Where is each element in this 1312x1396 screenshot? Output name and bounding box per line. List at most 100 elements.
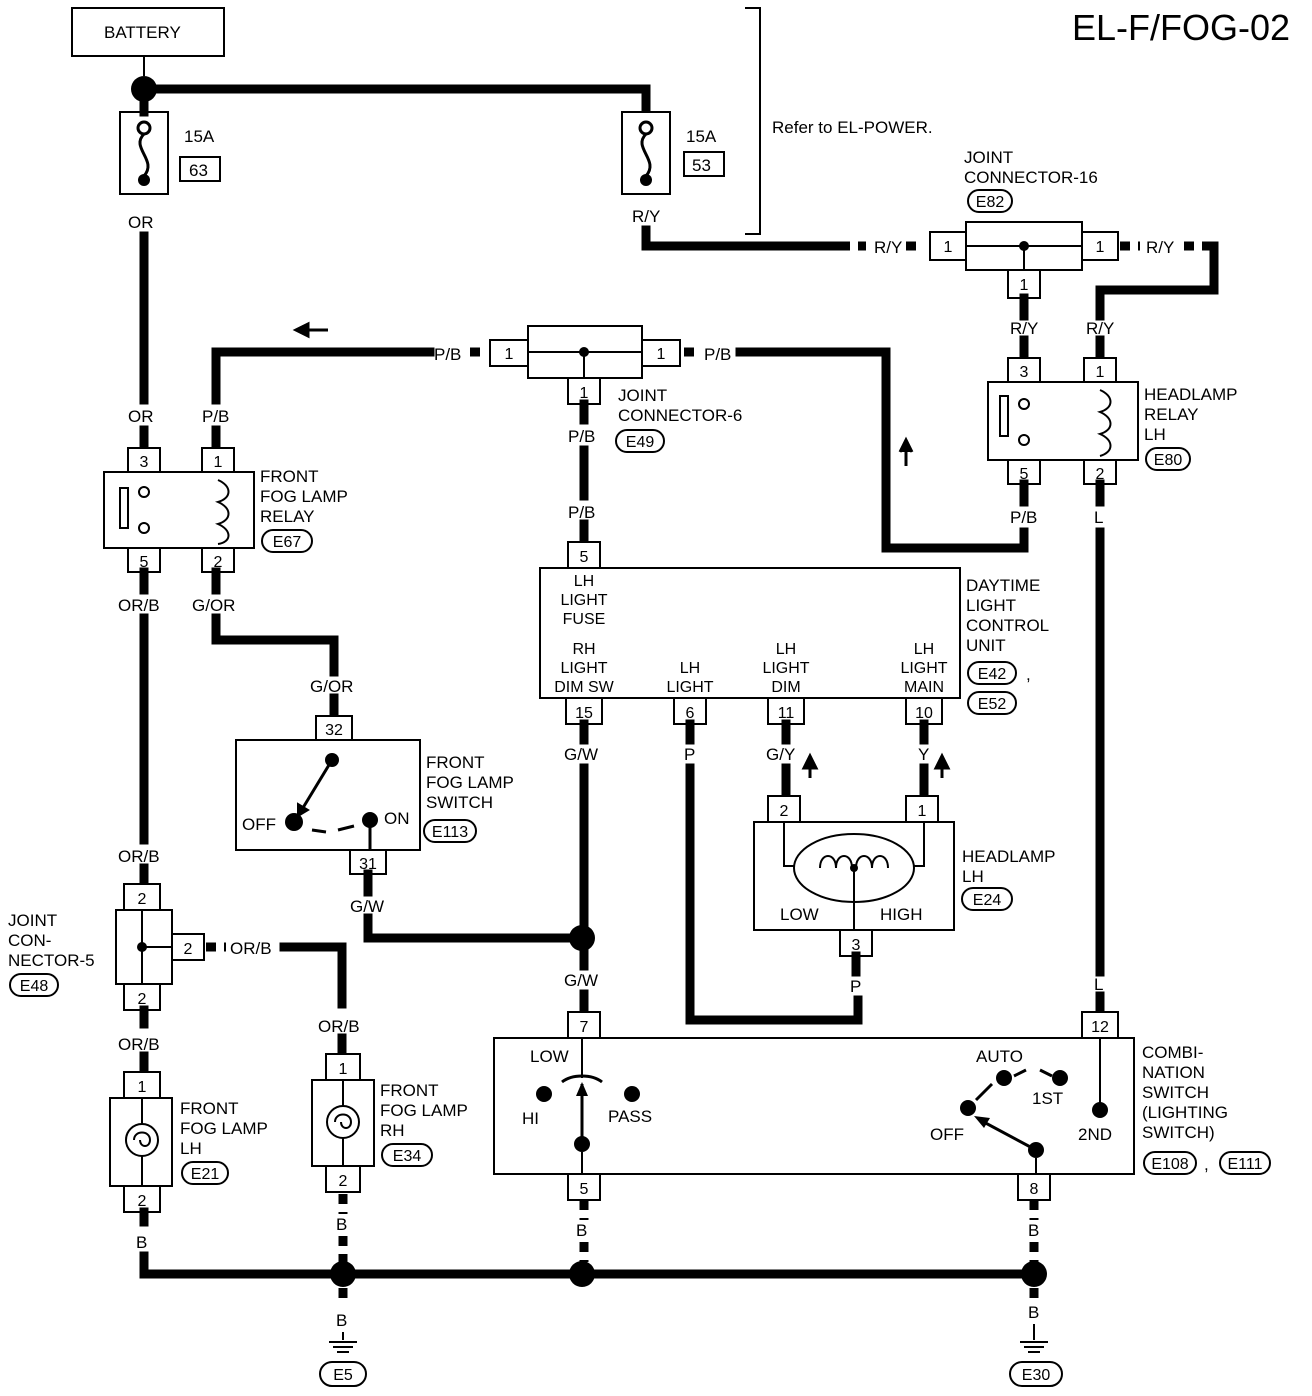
dtrl-id1: E42 (978, 666, 1007, 683)
fuse-63-rating: 15A (184, 127, 215, 146)
svg-text:5: 5 (580, 549, 589, 566)
wire-ry-left: R/Y (874, 238, 902, 257)
dtrl-rh2: LIGHT (560, 660, 607, 677)
wire-orb-relay: OR/B (118, 596, 160, 615)
svg-text:3: 3 (140, 454, 149, 471)
combi-pass: PASS (608, 1107, 652, 1126)
fog-switch-label3: SWITCH (426, 793, 493, 812)
wire-l-combi: L (1094, 975, 1103, 994)
svg-text:1: 1 (580, 385, 589, 402)
svg-text:1: 1 (657, 346, 666, 363)
dtrl-lh2: LIGHT (666, 679, 713, 696)
fog-relay-label2: FOG LAMP (260, 487, 348, 506)
fog-lh-id: E21 (191, 1166, 220, 1183)
svg-text:32: 32 (325, 722, 343, 739)
combi-label5: SWITCH) (1142, 1123, 1215, 1142)
headlamp-lh: 2 1 3 (753, 795, 955, 957)
combi-auto: AUTO (976, 1047, 1023, 1066)
wire-p-dtrl: P (684, 745, 695, 764)
wire-ry-right: R/Y (1146, 238, 1174, 257)
combi-label4: (LIGHTING (1142, 1103, 1228, 1122)
dtrl-main3: MAIN (904, 679, 944, 696)
fog-lh-label3: LH (180, 1139, 202, 1158)
jc16-id: E82 (976, 194, 1005, 211)
dtrl-main1: LH (914, 641, 934, 658)
fuse-53-number: 53 (692, 156, 711, 175)
fog-rh-id: E34 (393, 1148, 422, 1165)
dtrl-dim3: DIM (771, 679, 800, 696)
wire-l-relay: L (1094, 508, 1103, 527)
wire-y-dtrl: Y (918, 745, 929, 764)
daytime-light-control-unit: 5 15 6 11 10 (539, 541, 961, 725)
wire-gw-combi: G/W (564, 971, 598, 990)
wire-pb-relay: P/B (1010, 508, 1037, 527)
wire-pb-dtrl: P/B (568, 503, 595, 522)
front-fog-lamp-relay: 3 1 5 2 (103, 447, 255, 573)
wire-ry-fuse: R/Y (632, 207, 660, 226)
hl-relay-label2: RELAY (1144, 405, 1199, 424)
svg-text:2: 2 (214, 554, 223, 571)
dtrl-id2: E52 (978, 696, 1007, 713)
svg-text:10: 10 (915, 705, 933, 722)
wire-or-top: OR (128, 213, 154, 232)
wire-b-ground-e5: B (336, 1311, 347, 1330)
svg-text:1: 1 (1096, 364, 1105, 381)
combi-2nd: 2ND (1078, 1125, 1112, 1144)
dtrl-rh1: RH (572, 641, 595, 658)
svg-text:5: 5 (580, 1181, 589, 1198)
headlamp-low: LOW (780, 905, 819, 924)
battery-box (71, 7, 225, 57)
front-fog-lamp-rh: 1 2 (311, 1053, 375, 1193)
gw-splice (569, 925, 595, 951)
page-code: EL-F/FOG-02 (1072, 7, 1290, 48)
combi-1st: 1ST (1032, 1089, 1063, 1108)
hl-relay-label1: HEADLAMP (1144, 385, 1238, 404)
jc5-label2: CON- (8, 931, 51, 950)
ground-symbol-e30 (1020, 1341, 1048, 1353)
wire-gw-switch: G/W (350, 897, 384, 916)
jc16-label2: CONNECTOR-16 (964, 168, 1098, 187)
wire-gy-dtrl: G/Y (766, 745, 795, 764)
ground-e5-id: E5 (333, 1367, 353, 1384)
combi-label2: NATION (1142, 1063, 1205, 1082)
combi-label3: SWITCH (1142, 1083, 1209, 1102)
svg-text:15: 15 (575, 705, 593, 722)
jc5-id: E48 (20, 978, 49, 995)
svg-text:2: 2 (138, 1193, 147, 1210)
svg-text:1: 1 (214, 454, 223, 471)
ground-splice-mid (569, 1261, 595, 1287)
svg-text:8: 8 (1030, 1181, 1039, 1198)
fuse-53 (621, 111, 671, 195)
dtrl-sep: , (1026, 665, 1031, 684)
headlamp-id: E24 (973, 892, 1002, 909)
fuse-63 (119, 111, 169, 195)
front-fog-lamp-lh: 1 2 (109, 1071, 173, 1213)
joint-connector-6: 1 1 1 (489, 325, 681, 405)
svg-text:2: 2 (339, 1173, 348, 1190)
wire-p-headlamp: P (850, 977, 861, 996)
combi-off: OFF (930, 1125, 964, 1144)
wire-ry-jc16: R/Y (1010, 319, 1038, 338)
svg-text:2: 2 (184, 941, 193, 958)
svg-text:31: 31 (359, 856, 377, 873)
wire-b-combi-8: B (1028, 1221, 1039, 1240)
fog-relay-label3: RELAY (260, 507, 315, 526)
wire-b-combi: B (576, 1221, 587, 1240)
wire-gor-switch: G/OR (310, 677, 353, 696)
wire-gw-dtrl: G/W (564, 745, 598, 764)
dtrl-lh1: LH (680, 660, 700, 677)
fog-rh-label2: FOG LAMP (380, 1101, 468, 1120)
combination-switch: 7 12 5 8 (493, 1011, 1135, 1201)
svg-text:1: 1 (944, 239, 953, 256)
svg-text:2: 2 (138, 991, 147, 1008)
combi-low: LOW (530, 1047, 569, 1066)
ground-e30-id: E30 (1022, 1367, 1051, 1384)
fog-lh-label1: FRONT (180, 1099, 239, 1118)
wire-orb-lh: OR/B (118, 1035, 160, 1054)
dtrl-dim1: LH (776, 641, 796, 658)
front-fog-lamp-switch: 32 31 (235, 715, 421, 875)
fog-switch-label2: FOG LAMP (426, 773, 514, 792)
dtrl-label3: CONTROL (966, 616, 1049, 635)
headlamp-high: HIGH (880, 905, 923, 924)
